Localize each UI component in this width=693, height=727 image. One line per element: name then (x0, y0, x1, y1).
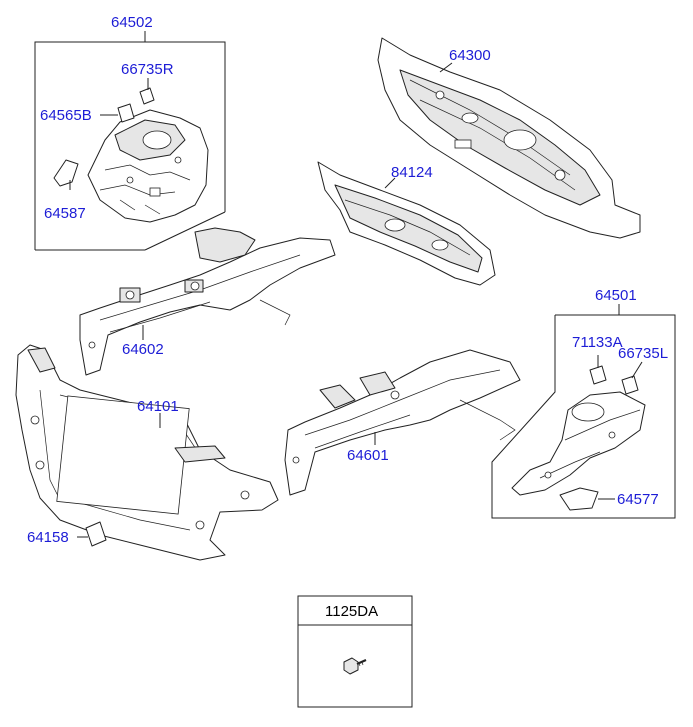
label-66735R: 66735R (121, 61, 174, 78)
part-dash-panel-64300 (377, 37, 641, 239)
part-side-member-64601 (284, 349, 521, 496)
part-bracket-64565B (100, 103, 135, 123)
label-71133A: 71133A (572, 334, 623, 351)
group-64501: 64501 71133A 66735L 64577 (491, 287, 676, 519)
part-side-member-64602 (79, 227, 336, 376)
label-66735L: 66735L (618, 345, 668, 362)
part-radiator-support-64101 (15, 344, 279, 561)
label-64502: 64502 (111, 14, 153, 31)
part-wheel-housing-left (511, 391, 646, 496)
group-64502-frame (34, 41, 226, 250)
box-1125DA-frame (297, 595, 413, 708)
part-bracket-66735L (621, 361, 643, 395)
label-64501: 64501 (595, 287, 637, 304)
label-84124: 84124 (391, 164, 433, 181)
label-64602: 64602 (122, 341, 164, 358)
label-64565B: 64565B (40, 107, 92, 124)
label-1125DA: 1125DA (325, 603, 378, 620)
part-cowl-panel-84124 (317, 161, 496, 286)
group-64501-frame (491, 314, 676, 519)
part-wheel-housing-right (87, 109, 209, 223)
label-64158: 64158 (27, 529, 69, 546)
label-64601: 64601 (347, 447, 389, 464)
box-1125DA: 1125DA (297, 595, 413, 708)
part-bracket-71133A (589, 355, 607, 385)
bolt-icon (343, 657, 367, 675)
label-64577: 64577 (617, 491, 659, 508)
label-64101: 64101 (137, 398, 179, 415)
part-bracket-64158 (77, 521, 107, 547)
label-64587: 64587 (44, 205, 86, 222)
part-bracket-64577 (559, 487, 615, 511)
part-bracket-66735R (139, 78, 155, 105)
label-64300: 64300 (449, 47, 491, 64)
group-64502: 64502 66735R 64565B 64 (34, 14, 226, 251)
part-bracket-64587 (53, 159, 79, 190)
